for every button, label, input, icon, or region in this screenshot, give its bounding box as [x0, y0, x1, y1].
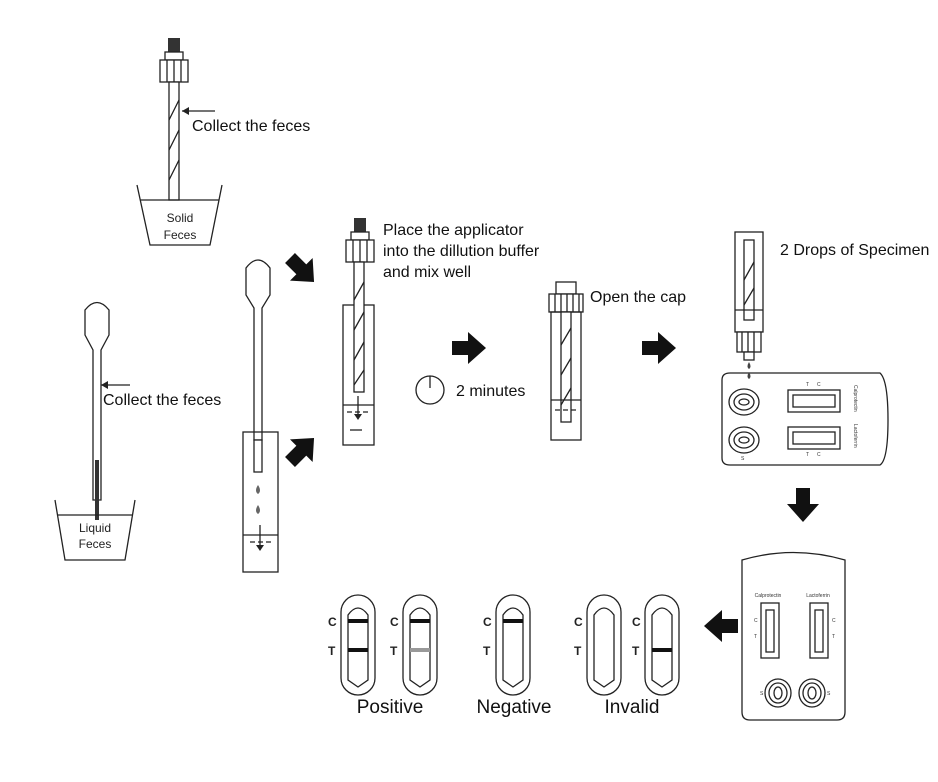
arrow-left-icon — [704, 610, 738, 642]
collect-liquid-label: Collect the feces — [103, 392, 221, 409]
result-strip: C T — [574, 594, 622, 696]
arrow-right-icon — [452, 332, 486, 364]
solid-feces-container: Solid Feces — [136, 184, 223, 246]
c-label: C — [328, 615, 337, 629]
sample-well-label: S — [741, 456, 745, 462]
pipette-left — [84, 301, 110, 520]
test-line — [652, 648, 672, 652]
tube-open-cap — [548, 281, 584, 441]
arrow-up-right-icon — [278, 426, 326, 474]
c-label: C — [832, 618, 836, 624]
timer-icon — [415, 375, 445, 405]
calprotectin-label: Calprotectin — [852, 385, 858, 412]
place-applicator-label: Place the applicator into the dillution … — [383, 222, 540, 281]
inverted-tube — [734, 231, 764, 369]
test-line — [410, 648, 430, 652]
invalid-label: Invalid — [605, 697, 660, 718]
test-cassette-vertical: Calprotectin Lactoferrin C T C T S S — [741, 551, 846, 721]
c-label: C — [754, 618, 758, 624]
solid-label: Solid — [167, 211, 194, 225]
solid-applicator — [159, 37, 189, 201]
t-label: T — [574, 644, 582, 658]
c-label: C — [817, 382, 821, 388]
collect-solid-label: Collect the feces — [192, 118, 310, 135]
arrow-down-icon — [787, 488, 819, 522]
t-label: T — [328, 644, 336, 658]
result-strip: C T — [632, 594, 680, 696]
pipette-into-tube — [242, 259, 279, 573]
liquid-label: Liquid — [79, 521, 111, 535]
wait-label: 2 minutes — [456, 383, 525, 400]
instruction-line: Place the applicator — [383, 222, 524, 239]
instruction-line: into the dillution buffer — [383, 243, 540, 260]
c-label: C — [817, 452, 821, 458]
s-label: S — [827, 691, 831, 697]
t-label: T — [754, 634, 757, 640]
test-line — [348, 648, 368, 652]
t-label: T — [806, 452, 809, 458]
t-label: T — [632, 644, 640, 658]
control-line — [503, 619, 523, 623]
control-line — [348, 619, 368, 623]
collect-arrow-icon — [182, 107, 215, 115]
drops-label: 2 Drops of Specimen — [780, 242, 929, 259]
c-label: C — [483, 615, 492, 629]
calprotectin-label: Calprotectin — [755, 593, 782, 599]
c-label: C — [632, 615, 641, 629]
result-strip: C T — [390, 594, 438, 696]
c-label: C — [390, 615, 399, 629]
collect-arrow-icon — [101, 381, 130, 389]
positive-label: Positive — [357, 697, 424, 718]
feces-label: Feces — [164, 228, 197, 242]
result-strips: C T C T C T C T C T — [328, 594, 680, 696]
lactoferrin-label: Lactoferrin — [806, 593, 830, 599]
test-cassette-horizontal: S T C T C Calprotectin Lactoferrin — [721, 372, 889, 466]
result-strip: C T — [328, 594, 376, 696]
arrow-down-right-icon — [278, 246, 326, 294]
control-line — [410, 619, 430, 623]
t-label: T — [390, 644, 398, 658]
open-cap-label: Open the cap — [590, 289, 686, 306]
negative-label: Negative — [477, 697, 552, 718]
t-label: T — [806, 382, 809, 388]
t-label: T — [483, 644, 491, 658]
c-label: C — [574, 615, 583, 629]
lactoferrin-label: Lactoferrin — [852, 424, 858, 448]
liquid-feces-container: Liquid Feces — [54, 499, 136, 561]
t-label: T — [832, 634, 835, 640]
result-strip: C T — [483, 594, 531, 696]
arrow-right-icon — [642, 332, 676, 364]
feces-label: Feces — [79, 537, 112, 551]
instruction-line: and mix well — [383, 264, 471, 281]
tube-with-applicator — [342, 217, 375, 446]
s-label: S — [760, 691, 764, 697]
